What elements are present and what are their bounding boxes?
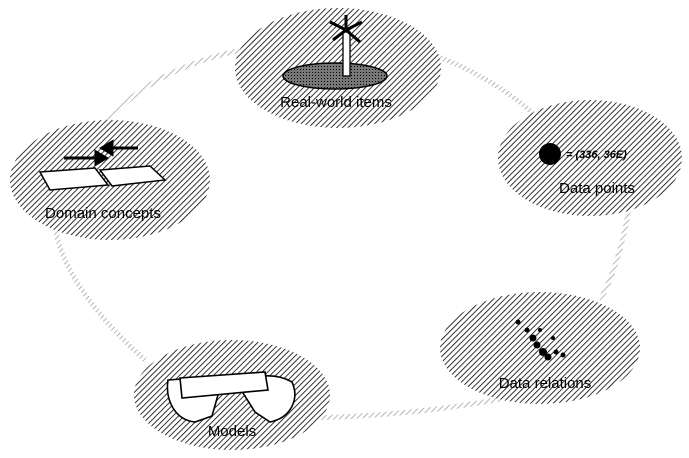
node-models: Models xyxy=(134,340,330,450)
node-domain-concepts: Domain concepts xyxy=(10,120,210,240)
node-label: Data points xyxy=(559,180,635,197)
data-point-value: = (336, 36E) xyxy=(566,149,627,161)
node-data-points: = (336, 36E) Data points xyxy=(498,100,682,216)
node-data-relations: Data relations xyxy=(440,292,640,404)
data-point-icon xyxy=(539,143,561,165)
node-label: Domain concepts xyxy=(45,205,161,222)
node-label: Models xyxy=(208,423,256,440)
node-label: Real-world items xyxy=(280,94,392,111)
node-label: Data relations xyxy=(499,375,592,392)
node-real-world-items: Real-world items xyxy=(235,8,441,128)
